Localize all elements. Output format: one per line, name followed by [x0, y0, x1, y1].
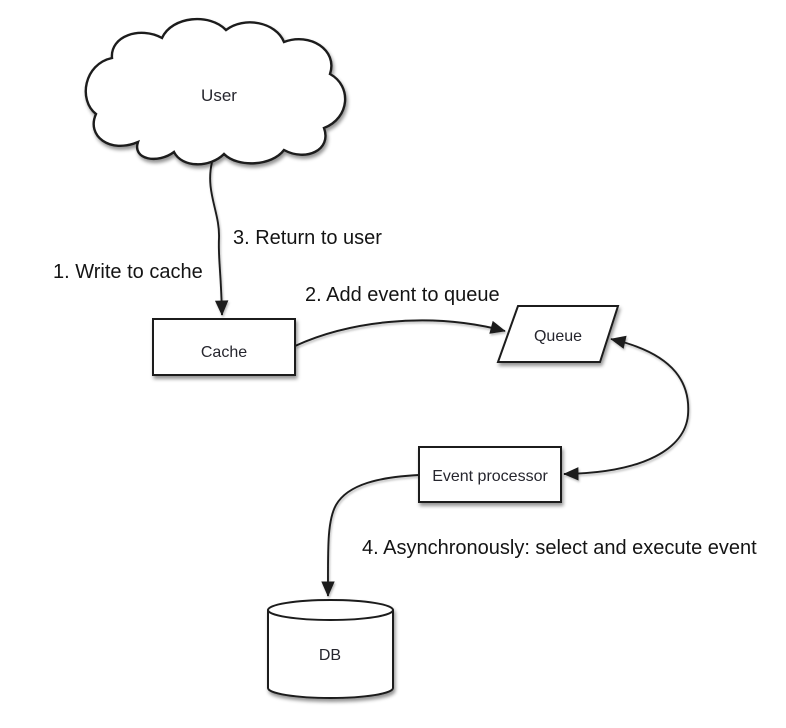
edge-event-processor-to-db [321, 474, 420, 597]
queue-label: Queue [534, 328, 582, 345]
event-processor-label: Event processor [432, 468, 548, 485]
event-processor-node [418, 446, 562, 503]
db-label: DB [319, 647, 341, 664]
db-cylinder-top [267, 599, 394, 621]
cache-node [152, 318, 296, 376]
edge-user-to-cache [209, 161, 229, 316]
edge-queue-event-processor-bidirectional [563, 335, 690, 481]
db-cylinder-body [267, 610, 394, 699]
db-node [267, 599, 394, 699]
step3-return-to-user-label: 3. Return to user [233, 227, 382, 249]
edge-cache-to-queue [294, 319, 506, 347]
step4-asynchronously-label: 4. Asynchronously: select and execute ev… [362, 537, 757, 559]
queue-node [496, 305, 620, 363]
step2-add-event-to-queue-label: 2. Add event to queue [305, 284, 500, 306]
user-cloud-shape [84, 17, 347, 166]
user-label: User [201, 86, 237, 105]
step1-write-to-cache-label: 1. Write to cache [53, 261, 203, 283]
cache-label: Cache [201, 344, 247, 361]
